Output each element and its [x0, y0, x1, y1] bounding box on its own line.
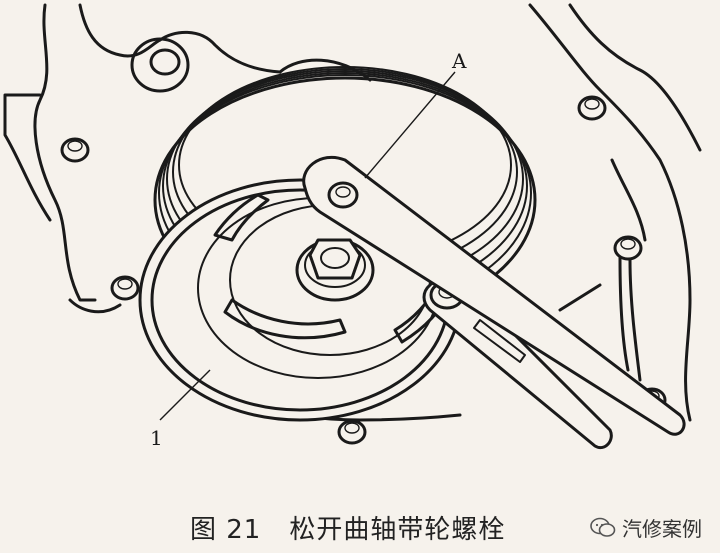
- caption-title: 松开曲轴带轮螺栓: [289, 515, 506, 545]
- leader-line-1: [159, 369, 211, 421]
- crankshaft-pulley-diagram: A 1: [3, 3, 702, 450]
- watermark-text: 汽修案例: [622, 517, 702, 541]
- leader-line-a: [364, 71, 456, 179]
- engine-block-right: [528, 3, 702, 422]
- label-1: 1: [150, 426, 163, 450]
- caption-number: 图 21: [190, 515, 262, 545]
- watermark: 汽修案例: [590, 513, 702, 542]
- figure-caption: 图 21 松开曲轴带轮螺栓 汽修案例: [0, 505, 720, 545]
- caption-text: 图 21 松开曲轴带轮螺栓: [190, 509, 505, 546]
- crankshaft-bolt: [308, 238, 362, 280]
- wechat-icon: [590, 517, 616, 537]
- upper-bolt-boss: [130, 37, 190, 93]
- holding-tool-upper-arm: [302, 155, 686, 436]
- engine-block-left: [3, 3, 372, 314]
- label-a: A: [451, 49, 467, 73]
